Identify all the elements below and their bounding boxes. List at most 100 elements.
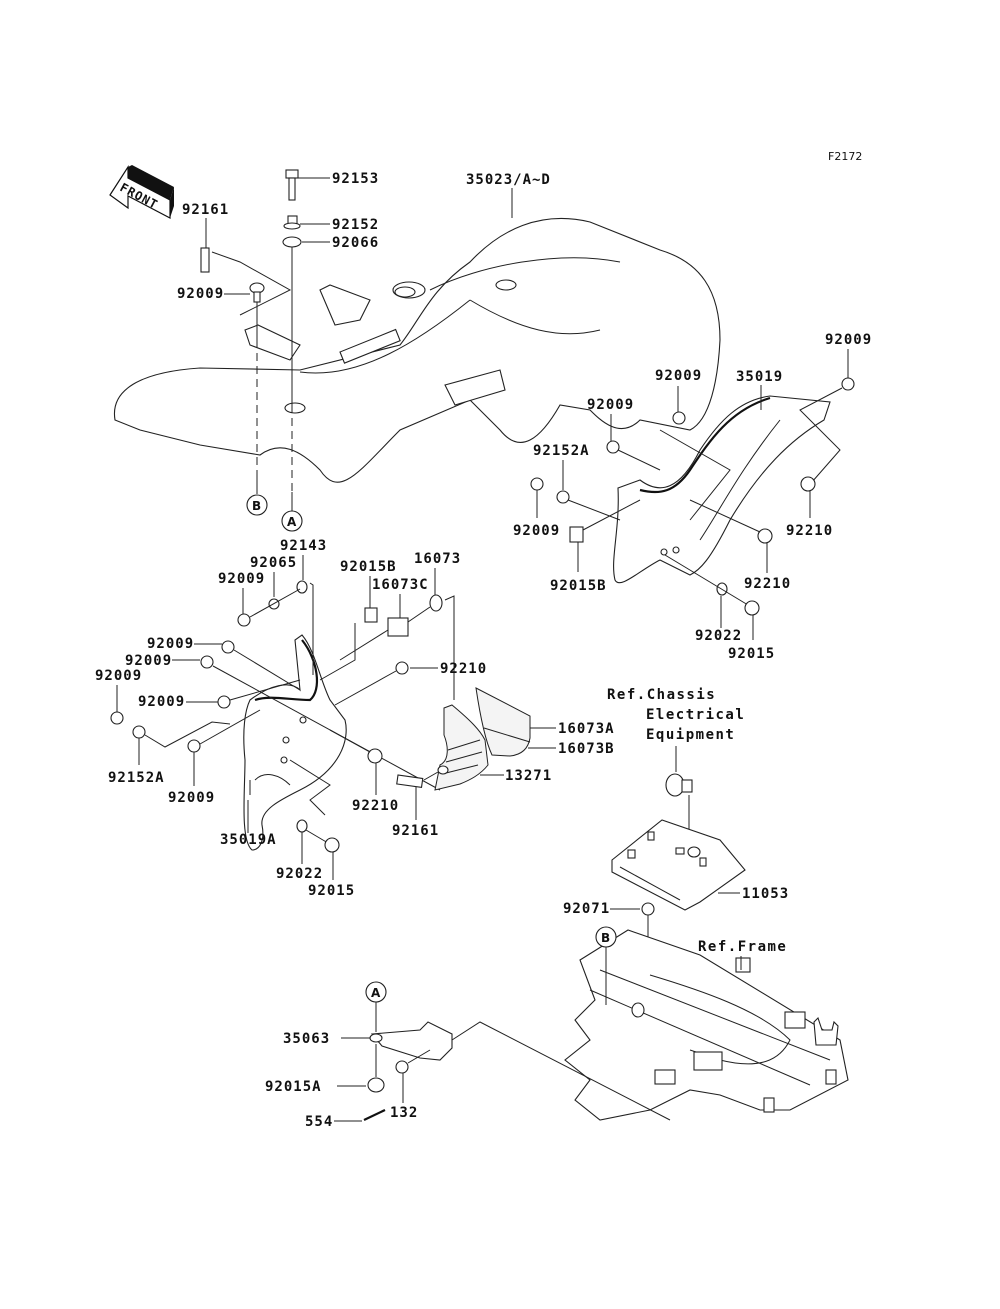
rear-fender xyxy=(113,218,721,483)
nut-icon xyxy=(395,661,409,675)
clamp-icon xyxy=(665,773,693,797)
label-11053: 11053 xyxy=(742,886,789,902)
frame xyxy=(564,929,849,1121)
clip-nut-icon xyxy=(364,607,378,623)
screw-icon xyxy=(249,282,265,303)
nut-icon xyxy=(641,902,655,916)
label-92022-right: 92022 xyxy=(695,628,742,644)
label-92015B-left: 92015B xyxy=(340,559,397,575)
ref-frame: Ref.Frame xyxy=(698,939,787,955)
front-arrow-icon: FRONT xyxy=(109,164,174,219)
washer-icon xyxy=(296,819,308,833)
label-35019: 35019 xyxy=(736,369,783,385)
screw-icon xyxy=(530,477,544,491)
label-92009-left-top: 92009 xyxy=(218,571,265,587)
heat-pad xyxy=(475,687,531,757)
label-16073A: 16073A xyxy=(558,721,615,737)
label-92152: 92152 xyxy=(332,217,379,233)
label-16073C: 16073C xyxy=(372,577,429,593)
label-35063: 35063 xyxy=(283,1031,330,1047)
ref-chassis-line1: Ref.Chassis xyxy=(607,687,716,703)
bolt-icon xyxy=(285,169,299,201)
label-92071: 92071 xyxy=(563,901,610,917)
label-92022-left: 92022 xyxy=(276,866,323,882)
screw-icon xyxy=(221,640,235,654)
screw-icon xyxy=(187,739,201,753)
connector-b-top: B xyxy=(246,494,268,516)
label-35023: 35023/A~D xyxy=(466,172,551,188)
screw-icon xyxy=(217,695,231,709)
label-92065: 92065 xyxy=(250,555,297,571)
pad-icon xyxy=(387,617,409,637)
label-92161-top: 92161 xyxy=(182,202,229,218)
label-16073B: 16073B xyxy=(558,741,615,757)
connector-b-bottom: B xyxy=(595,926,617,948)
label-35019A: 35019A xyxy=(220,832,277,848)
nut-icon xyxy=(744,600,760,616)
label-92009-left-a: 92009 xyxy=(147,636,194,652)
screw-icon xyxy=(237,613,251,627)
collar-icon xyxy=(296,580,308,594)
label-92009-left-e: 92009 xyxy=(168,790,215,806)
spacer-icon xyxy=(396,774,424,789)
label-132: 132 xyxy=(390,1105,418,1121)
figure-code: F2172 xyxy=(828,150,862,163)
cotter-pin-icon xyxy=(363,1109,386,1121)
label-92152A-left: 92152A xyxy=(108,770,165,786)
label-92066: 92066 xyxy=(332,235,379,251)
label-92210-left-lower: 92210 xyxy=(352,798,399,814)
label-92009-right-4: 92009 xyxy=(513,523,560,539)
ref-chassis-line2: Electrical xyxy=(646,707,745,723)
battery-case xyxy=(611,819,746,911)
screw-icon xyxy=(606,440,620,454)
label-92210-right-lower: 92210 xyxy=(744,576,791,592)
screw-icon xyxy=(672,411,686,425)
nut-icon xyxy=(800,476,816,492)
washer-icon xyxy=(429,594,443,612)
label-92143: 92143 xyxy=(280,538,327,554)
label-92009-right-3: 92009 xyxy=(587,397,634,413)
damper-icon xyxy=(282,236,302,248)
screw-icon xyxy=(200,655,214,669)
label-92152A-right: 92152A xyxy=(533,443,590,459)
label-92210-left-upper: 92210 xyxy=(440,661,487,677)
screw-icon xyxy=(841,377,855,391)
connector-a-top: A xyxy=(281,510,303,532)
svg-text:B: B xyxy=(601,931,610,945)
ref-chassis-line3: Equipment xyxy=(646,727,735,743)
svg-text:B: B xyxy=(252,499,261,513)
collar-icon xyxy=(556,490,570,504)
bracket xyxy=(369,1021,453,1061)
svg-text:A: A xyxy=(287,515,297,529)
collar-icon xyxy=(283,215,301,230)
label-92009-right-top: 92009 xyxy=(825,332,872,348)
label-92009-left-c: 92009 xyxy=(95,668,142,684)
bolt-icon xyxy=(395,1060,409,1074)
label-92009-left-b: 92009 xyxy=(125,653,172,669)
left-mud-flap xyxy=(243,634,347,851)
label-92015B-right: 92015B xyxy=(550,578,607,594)
collar-icon xyxy=(132,725,146,739)
label-92015-left: 92015 xyxy=(308,883,355,899)
nut-icon xyxy=(757,528,773,544)
connector-a-bottom: A xyxy=(365,981,387,1003)
nut-icon xyxy=(367,748,383,764)
right-mud-flap xyxy=(613,395,831,584)
label-92153: 92153 xyxy=(332,171,379,187)
label-92015A: 92015A xyxy=(265,1079,322,1095)
label-92009-right-2: 92009 xyxy=(655,368,702,384)
svg-text:A: A xyxy=(371,986,381,1000)
label-16073: 16073 xyxy=(414,551,461,567)
heat-guard xyxy=(434,704,489,791)
label-92015-right: 92015 xyxy=(728,646,775,662)
nut-icon xyxy=(324,837,340,853)
screw-icon xyxy=(110,711,124,725)
label-92009-left-d: 92009 xyxy=(138,694,185,710)
label-13271: 13271 xyxy=(505,768,552,784)
label-554: 554 xyxy=(305,1114,333,1130)
label-92161-left: 92161 xyxy=(392,823,439,839)
label-92009-fender: 92009 xyxy=(177,286,224,302)
clip-nut-icon xyxy=(569,526,584,543)
label-92210-right-upper: 92210 xyxy=(786,523,833,539)
